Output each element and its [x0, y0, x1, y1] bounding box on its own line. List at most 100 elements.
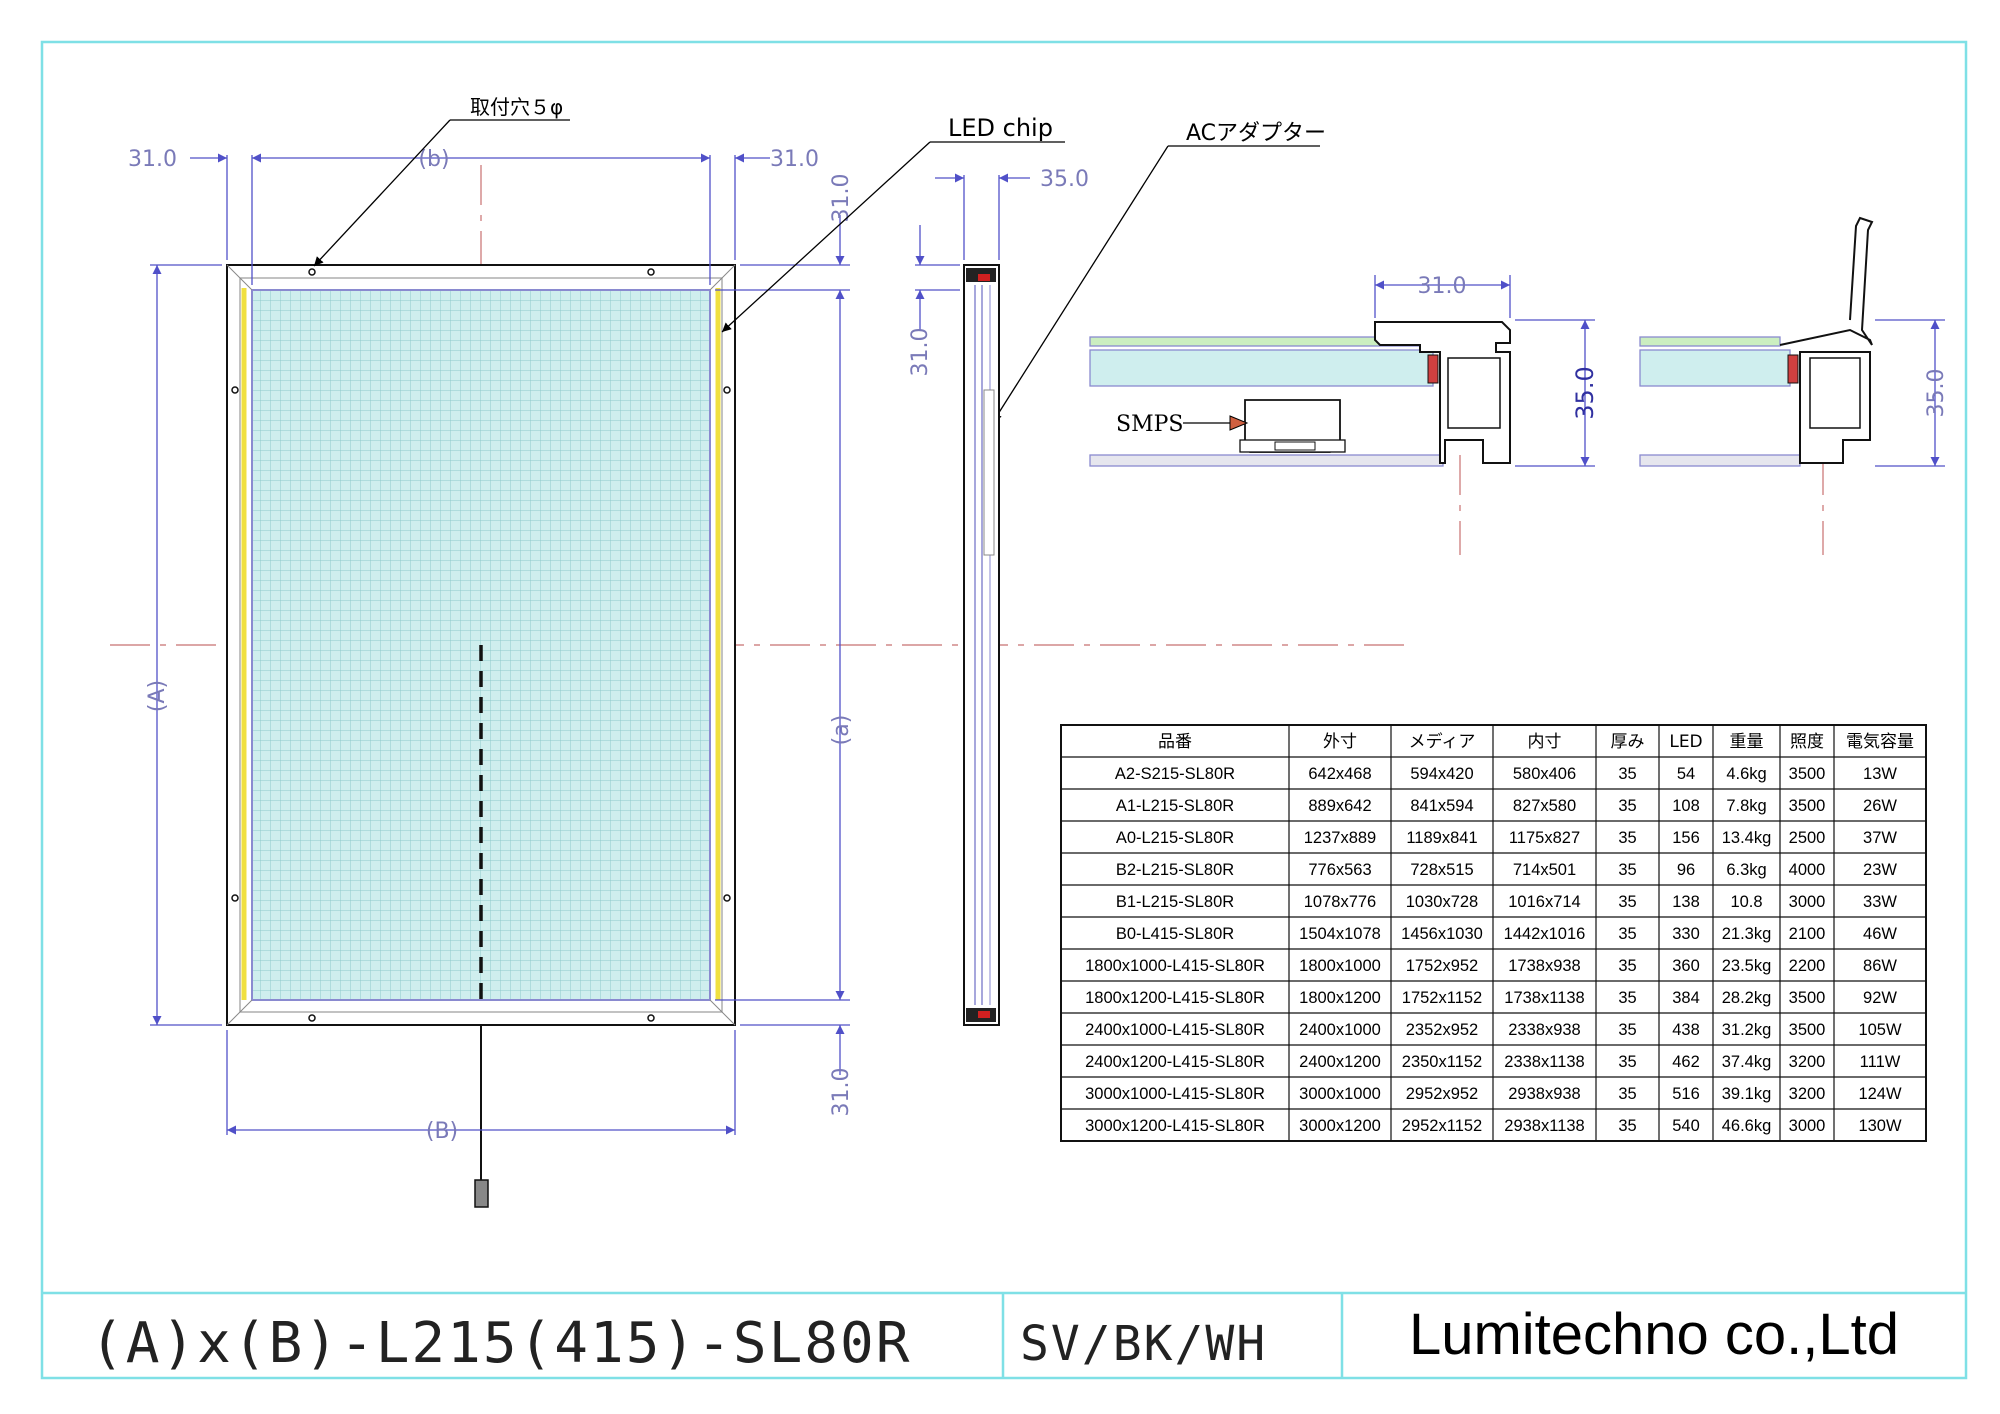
table-cell: 2338x938 — [1508, 1021, 1581, 1039]
table-cell: 96 — [1677, 861, 1695, 879]
section-view-1 — [1089, 321, 1511, 467]
table-cell: 105W — [1858, 1021, 1902, 1039]
mount-hole-label: 取付穴５φ — [470, 95, 563, 119]
table-cell: 108 — [1672, 797, 1700, 815]
table-cell: 889x642 — [1308, 797, 1371, 815]
table-cell: 35 — [1618, 1085, 1636, 1103]
table-header-cell: 電気容量 — [1846, 732, 1914, 752]
table-cell: 13.4kg — [1722, 829, 1772, 847]
table-cell: 2352x952 — [1406, 1021, 1479, 1039]
section-view-2 — [1639, 216, 1874, 467]
table-cell: 1752x952 — [1406, 957, 1479, 975]
table-cell: 54 — [1677, 765, 1695, 783]
table-cell: 3200 — [1789, 1085, 1826, 1103]
table-cell: B2-L215-SL80R — [1116, 861, 1234, 879]
table-cell: 130W — [1858, 1117, 1902, 1135]
table-cell: 1016x714 — [1508, 893, 1581, 911]
dim-outer-width: (B) — [426, 1119, 458, 1144]
table-cell: 3500 — [1789, 765, 1826, 783]
table-cell: 46.6kg — [1722, 1117, 1772, 1135]
table-cell: 1738x938 — [1508, 957, 1581, 975]
table-cell: 138 — [1672, 893, 1700, 911]
table-cell: 10.8 — [1730, 893, 1762, 911]
power-plug — [474, 1179, 489, 1208]
table-cell: 111W — [1860, 1053, 1901, 1071]
frame-inner — [239, 277, 723, 1013]
dim-left-margin: 31.0 — [128, 147, 177, 172]
table-cell: 4.6kg — [1726, 765, 1766, 783]
dim-outer-height: (A) — [145, 680, 170, 712]
dim-bottom-margin: 31.0 — [829, 1068, 854, 1117]
table-cell: 3000x1000 — [1299, 1085, 1381, 1103]
table-cell: 1752x1152 — [1402, 989, 1482, 1007]
table-cell: 3000 — [1789, 1117, 1826, 1135]
front-view — [226, 264, 736, 1208]
table-cell: 2100 — [1789, 925, 1826, 943]
mount-hole-callout: 取付穴５φ — [313, 95, 570, 267]
side-view — [963, 264, 1000, 1026]
led-chip-callout: LED chip — [721, 114, 1065, 333]
table-cell: 2400x1200 — [1299, 1053, 1381, 1071]
table-cell: 124W — [1858, 1085, 1902, 1103]
table-header-cell: メディア — [1409, 731, 1476, 752]
table-cell: 2400x1000-L415-SL80R — [1085, 1021, 1265, 1039]
table-header-cell: 内寸 — [1528, 732, 1562, 752]
table-cell: 841x594 — [1410, 797, 1473, 815]
table-cell: 26W — [1863, 797, 1897, 815]
table-cell: 2938x938 — [1508, 1085, 1581, 1103]
table-cell: 1189x841 — [1406, 829, 1477, 847]
dim-inner-height: (a) — [829, 715, 854, 746]
table-cell: 776x563 — [1308, 861, 1371, 879]
table-cell: 3000x1000-L415-SL80R — [1085, 1085, 1265, 1103]
table-cell: 21.3kg — [1722, 925, 1772, 943]
table-cell: 13W — [1863, 765, 1897, 783]
section-1-smps-callout: SMPS — [1116, 412, 1249, 437]
table-header-cell: 外寸 — [1323, 732, 1357, 752]
table-cell: 1078x776 — [1304, 893, 1377, 911]
table-cell: 462 — [1672, 1053, 1700, 1071]
table-cell: 23.5kg — [1722, 957, 1772, 975]
table-cell: 1442x1016 — [1504, 925, 1586, 943]
table-cell: 35 — [1618, 925, 1636, 943]
table-cell: 827x580 — [1513, 797, 1576, 815]
table-cell: 37.4kg — [1722, 1053, 1772, 1071]
table-cell: 35 — [1618, 957, 1636, 975]
company-name: Lumitechno co.,Ltd — [1409, 1302, 1899, 1367]
dim-side-offset: 31.0 — [908, 328, 933, 377]
table-cell: 2338x1138 — [1504, 1053, 1584, 1071]
table-cell: 2952x952 — [1406, 1085, 1479, 1103]
table-header-cell: 品番 — [1158, 732, 1192, 752]
side-dimensions — [915, 173, 1030, 330]
table-cell: A2-S215-SL80R — [1115, 765, 1235, 783]
ac-adapter-label: ACアダプター — [1186, 121, 1326, 146]
table-cell: 156 — [1672, 829, 1700, 847]
table-cell: 28.2kg — [1722, 989, 1772, 1007]
ac-adapter-callout: ACアダプター — [992, 121, 1326, 423]
table-cell: 35 — [1618, 829, 1636, 847]
table-cell: 330 — [1672, 925, 1700, 943]
dim-top-margin: 31.0 — [829, 174, 854, 223]
table-cell: 2200 — [1789, 957, 1826, 975]
front-dimension-texts: 31.0 (b) 31.0 (B) (A) (a) 31.0 31.0 — [128, 147, 854, 1144]
table-cell: 6.3kg — [1726, 861, 1766, 879]
table-cell: 1504x1078 — [1299, 925, 1381, 943]
table-cell: 2500 — [1789, 829, 1826, 847]
table-header-cell: LED — [1669, 732, 1702, 752]
table-cell: 1800x1000-L415-SL80R — [1085, 957, 1265, 975]
part-number: (A)x(B)-L215(415)-SL80R — [90, 1311, 911, 1376]
smps-label: SMPS — [1116, 412, 1183, 437]
table-cell: 594x420 — [1410, 765, 1473, 783]
table-header-cell: 重量 — [1730, 732, 1764, 752]
table-cell: 35 — [1618, 1053, 1636, 1071]
table-cell: A0-L215-SL80R — [1116, 829, 1234, 847]
table-header-cell: 厚み — [1611, 732, 1645, 752]
table-cell: 4000 — [1789, 861, 1826, 879]
table-cell: 580x406 — [1513, 765, 1576, 783]
table-cell: 3500 — [1789, 1021, 1826, 1039]
dim-right-margin: 31.0 — [770, 147, 819, 172]
table-cell: A1-L215-SL80R — [1116, 797, 1234, 815]
table-cell: 1800x1200-L415-SL80R — [1085, 989, 1265, 1007]
table-cell: 35 — [1618, 1117, 1636, 1135]
table-cell: 728x515 — [1410, 861, 1473, 879]
